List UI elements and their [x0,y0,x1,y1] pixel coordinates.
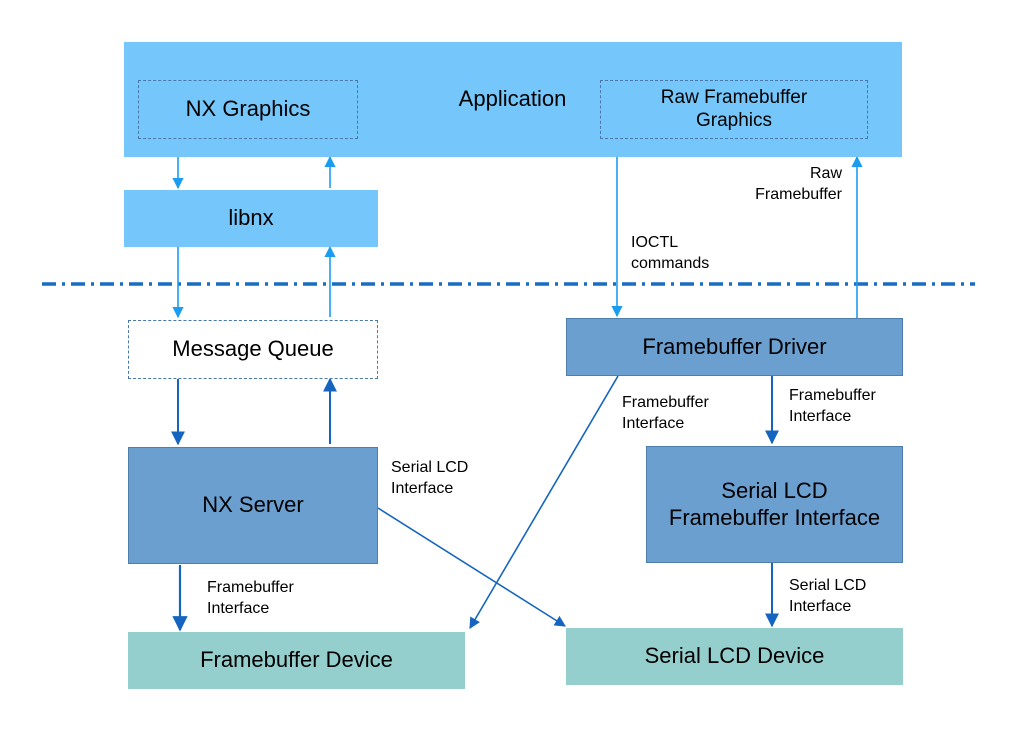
application-label: Application [458,85,567,111]
edge-label-serial-lcd-interface-bottom: Serial LCD Interface [789,577,867,615]
nx-graphics-box: NX Graphics [138,80,358,139]
edge-label-serial-lcd-interface-server: Serial LCD Interface [391,459,469,497]
arrow-driver-to-fb-device [469,375,619,629]
nx-server-block: NX Server [128,447,378,564]
message-queue-block: Message Queue [128,320,378,379]
serial-lcd-device-block: Serial LCD Device [566,628,903,685]
framebuffer-driver-block: Framebuffer Driver [566,318,903,376]
application-block [124,42,902,157]
edge-label-raw-framebuffer: Raw Framebuffer [755,165,842,203]
edge-label-fb-interface-driver-to-serial: Framebuffer Interface [789,387,876,425]
serial-lcd-framebuffer-interface-block: Serial LCD Framebuffer Interface [646,446,903,563]
framebuffer-device-block: Framebuffer Device [128,632,465,689]
edge-label-ioctl-commands: IOCTL commands [631,234,710,272]
arrow-server-to-serial-device [377,507,566,627]
libnx-block: libnx [124,190,378,247]
edge-label-fb-interface-driver-to-device: Framebuffer Interface [622,394,709,432]
edge-label-fb-interface-server: Framebuffer Interface [207,579,294,617]
raw-framebuffer-graphics-box: Raw Framebuffer Graphics [600,80,868,139]
